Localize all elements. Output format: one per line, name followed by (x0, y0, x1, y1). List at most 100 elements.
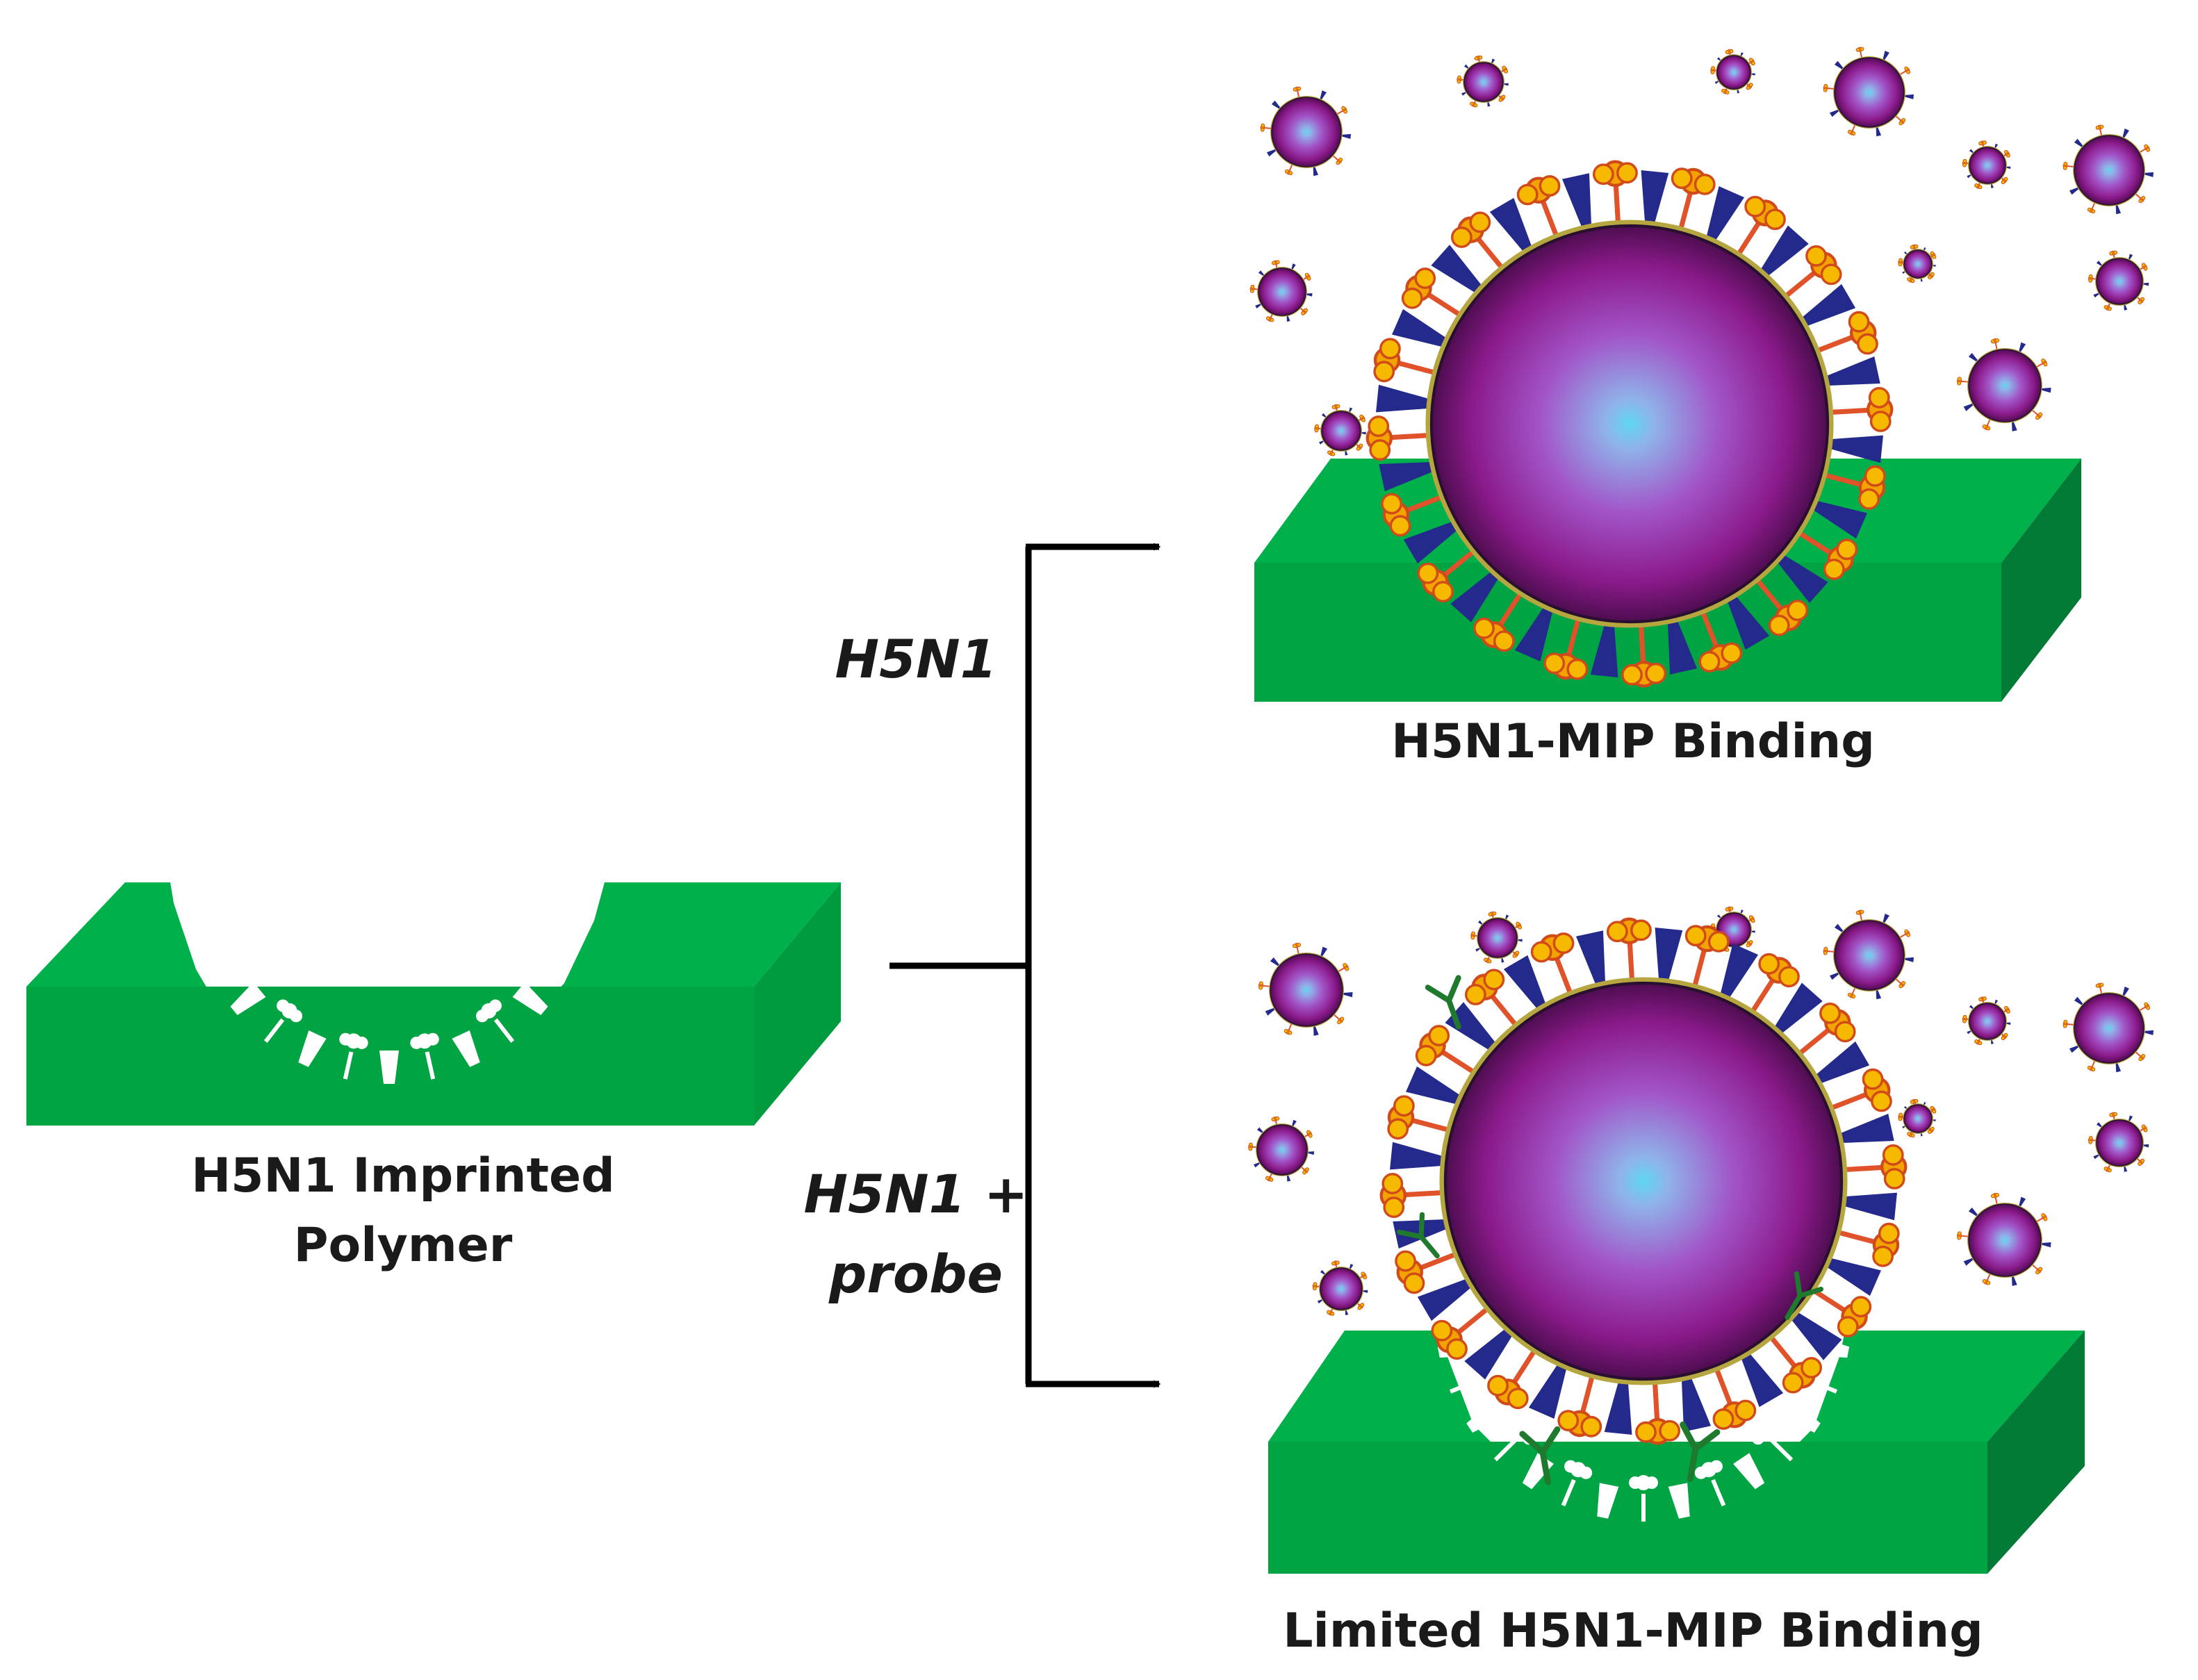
hemagglutinin-head (2138, 1162, 2142, 1166)
hemagglutinin-head (2004, 149, 2008, 154)
hemagglutinin-head (1659, 1419, 1681, 1442)
hemagglutinin-stalk (1405, 493, 1446, 513)
hemagglutinin-head (2109, 251, 2114, 256)
neuraminidase-spike (2074, 138, 2084, 148)
neuraminidase-spike (1829, 972, 1840, 980)
hemagglutinin-head (1492, 911, 1497, 916)
hemagglutinin-stalk (1638, 621, 1646, 664)
virus-core (1429, 224, 1830, 624)
hemagglutinin-head (1395, 1250, 1416, 1272)
hemagglutinin-head (1927, 275, 1932, 279)
neuraminidase-spike (2122, 129, 2129, 139)
neuraminidase-spike (1349, 1264, 1354, 1270)
virus-core (1834, 920, 1905, 991)
imprint-site-stalk (343, 1051, 354, 1080)
hemagglutinin-stalk (1652, 1378, 1660, 1421)
neuraminidase-spike (2124, 1165, 2128, 1172)
hemagglutinin-head (1275, 1116, 1280, 1121)
hemagglutinin-head (1910, 279, 1915, 283)
hemagglutinin-head (1335, 1260, 1340, 1265)
antibody-probe (1397, 1212, 1440, 1259)
hemagglutinin-head (2140, 297, 2145, 302)
virus-particle (1898, 1098, 1937, 1138)
neuraminidase-spike (2115, 204, 2122, 215)
hemagglutinin-head (1823, 88, 1828, 92)
hemagglutinin-head (1606, 921, 1628, 943)
hemagglutinin-head (2003, 1032, 2008, 1037)
hemagglutinin-head (1837, 1316, 1859, 1337)
top-binding-scene (1249, 47, 2154, 702)
hemagglutinin-head (1470, 101, 1474, 106)
hemagglutinin-stalk (1390, 432, 1432, 440)
neuraminidase-spike (1266, 149, 1277, 157)
hemagglutinin-head (1978, 185, 1983, 190)
neuraminidase-spike (1256, 1127, 1264, 1134)
hemagglutinin-head (1978, 141, 1983, 146)
hemagglutinin-head (1746, 85, 1750, 90)
hemagglutinin-head (1907, 1132, 1911, 1136)
imprint-site-stalk (1711, 1479, 1726, 1507)
hemagglutinin-head (1782, 1372, 1804, 1394)
neuraminidase-spike (1403, 520, 1461, 564)
virus-core (2074, 135, 2144, 206)
hemagglutinin-head (1962, 158, 1967, 163)
hemagglutinin-head (1361, 418, 1366, 422)
hemagglutinin-head (1748, 58, 1753, 62)
hemagglutinin-head (1293, 87, 1297, 92)
hemagglutinin-stalk (1475, 236, 1507, 272)
virus-particle (1898, 244, 1937, 283)
hemagglutinin-head (1930, 1126, 1935, 1131)
hemagglutinin-head (1473, 617, 1495, 639)
hemagglutinin-stalk (1566, 614, 1582, 657)
neuraminidase-spike (1321, 413, 1327, 418)
hemagglutinin-head (1882, 1144, 1904, 1166)
hemagglutinin-head (1297, 86, 1302, 91)
hemagglutinin-head (1361, 1271, 1365, 1276)
neuraminidase-spike (1739, 1350, 1784, 1408)
hemagglutinin-head (1432, 581, 1454, 603)
hemagglutinin-head (1847, 129, 1852, 134)
neuraminidase-spike (2096, 1122, 2103, 1128)
hemagglutinin-stalk (1834, 1229, 1876, 1245)
hemagglutinin-head (1308, 1133, 1313, 1138)
hemagglutinin-head (1898, 262, 1903, 267)
imprint-site-stalk (493, 1018, 515, 1043)
neuraminidase-spike (1798, 283, 1856, 328)
neuraminidase-spike (1255, 303, 1262, 308)
neuraminidase-spike (1604, 1377, 1632, 1435)
hemagglutinin-head (2099, 124, 2104, 129)
virus-core (1968, 1203, 2042, 1277)
neuraminidase-spike (1809, 500, 1867, 539)
hemagglutinin-head (2043, 362, 2048, 367)
hemagglutinin-stalk (1766, 1333, 1798, 1369)
hemagglutinin-head (1693, 174, 1716, 195)
imprint-site-head (426, 1032, 439, 1046)
neuraminidase-spike (2115, 1062, 2122, 1073)
virus-core (1256, 1124, 1308, 1176)
hemagglutinin-head (2138, 199, 2143, 204)
neuraminidase-spike (1876, 989, 1882, 1000)
hemagglutinin-head (1746, 943, 1750, 948)
hemagglutinin-head (2113, 1112, 2117, 1117)
hemagglutinin-head (1428, 1025, 1450, 1046)
hemagglutinin-head (2108, 1168, 2112, 1173)
hemagglutinin-head (2035, 1270, 2040, 1275)
neuraminidase-spike (2040, 388, 2051, 393)
hemagglutinin-head (1904, 66, 1909, 71)
virus-core (1903, 249, 1933, 279)
hemagglutinin-head (1871, 1090, 1892, 1112)
virus-particle (1379, 917, 1908, 1445)
hemagglutinin-head (1469, 211, 1491, 233)
virus-particle (1314, 404, 1366, 456)
hemagglutinin-head (1878, 1222, 1900, 1244)
hemagglutinin-head (1248, 1146, 1253, 1151)
imprint-site-stalk (425, 1051, 436, 1080)
hemagglutinin-head (1898, 1117, 1903, 1121)
hemagglutinin-head (1327, 450, 1331, 455)
hemagglutinin-head (2109, 1112, 2114, 1117)
hemagglutinin-head (2043, 1217, 2048, 1221)
hemagglutinin-head (1272, 261, 1276, 265)
hemagglutinin-head (1710, 70, 1715, 74)
hemagglutinin-stalk (1781, 270, 1817, 301)
hemagglutinin-stalk (1440, 1049, 1479, 1076)
